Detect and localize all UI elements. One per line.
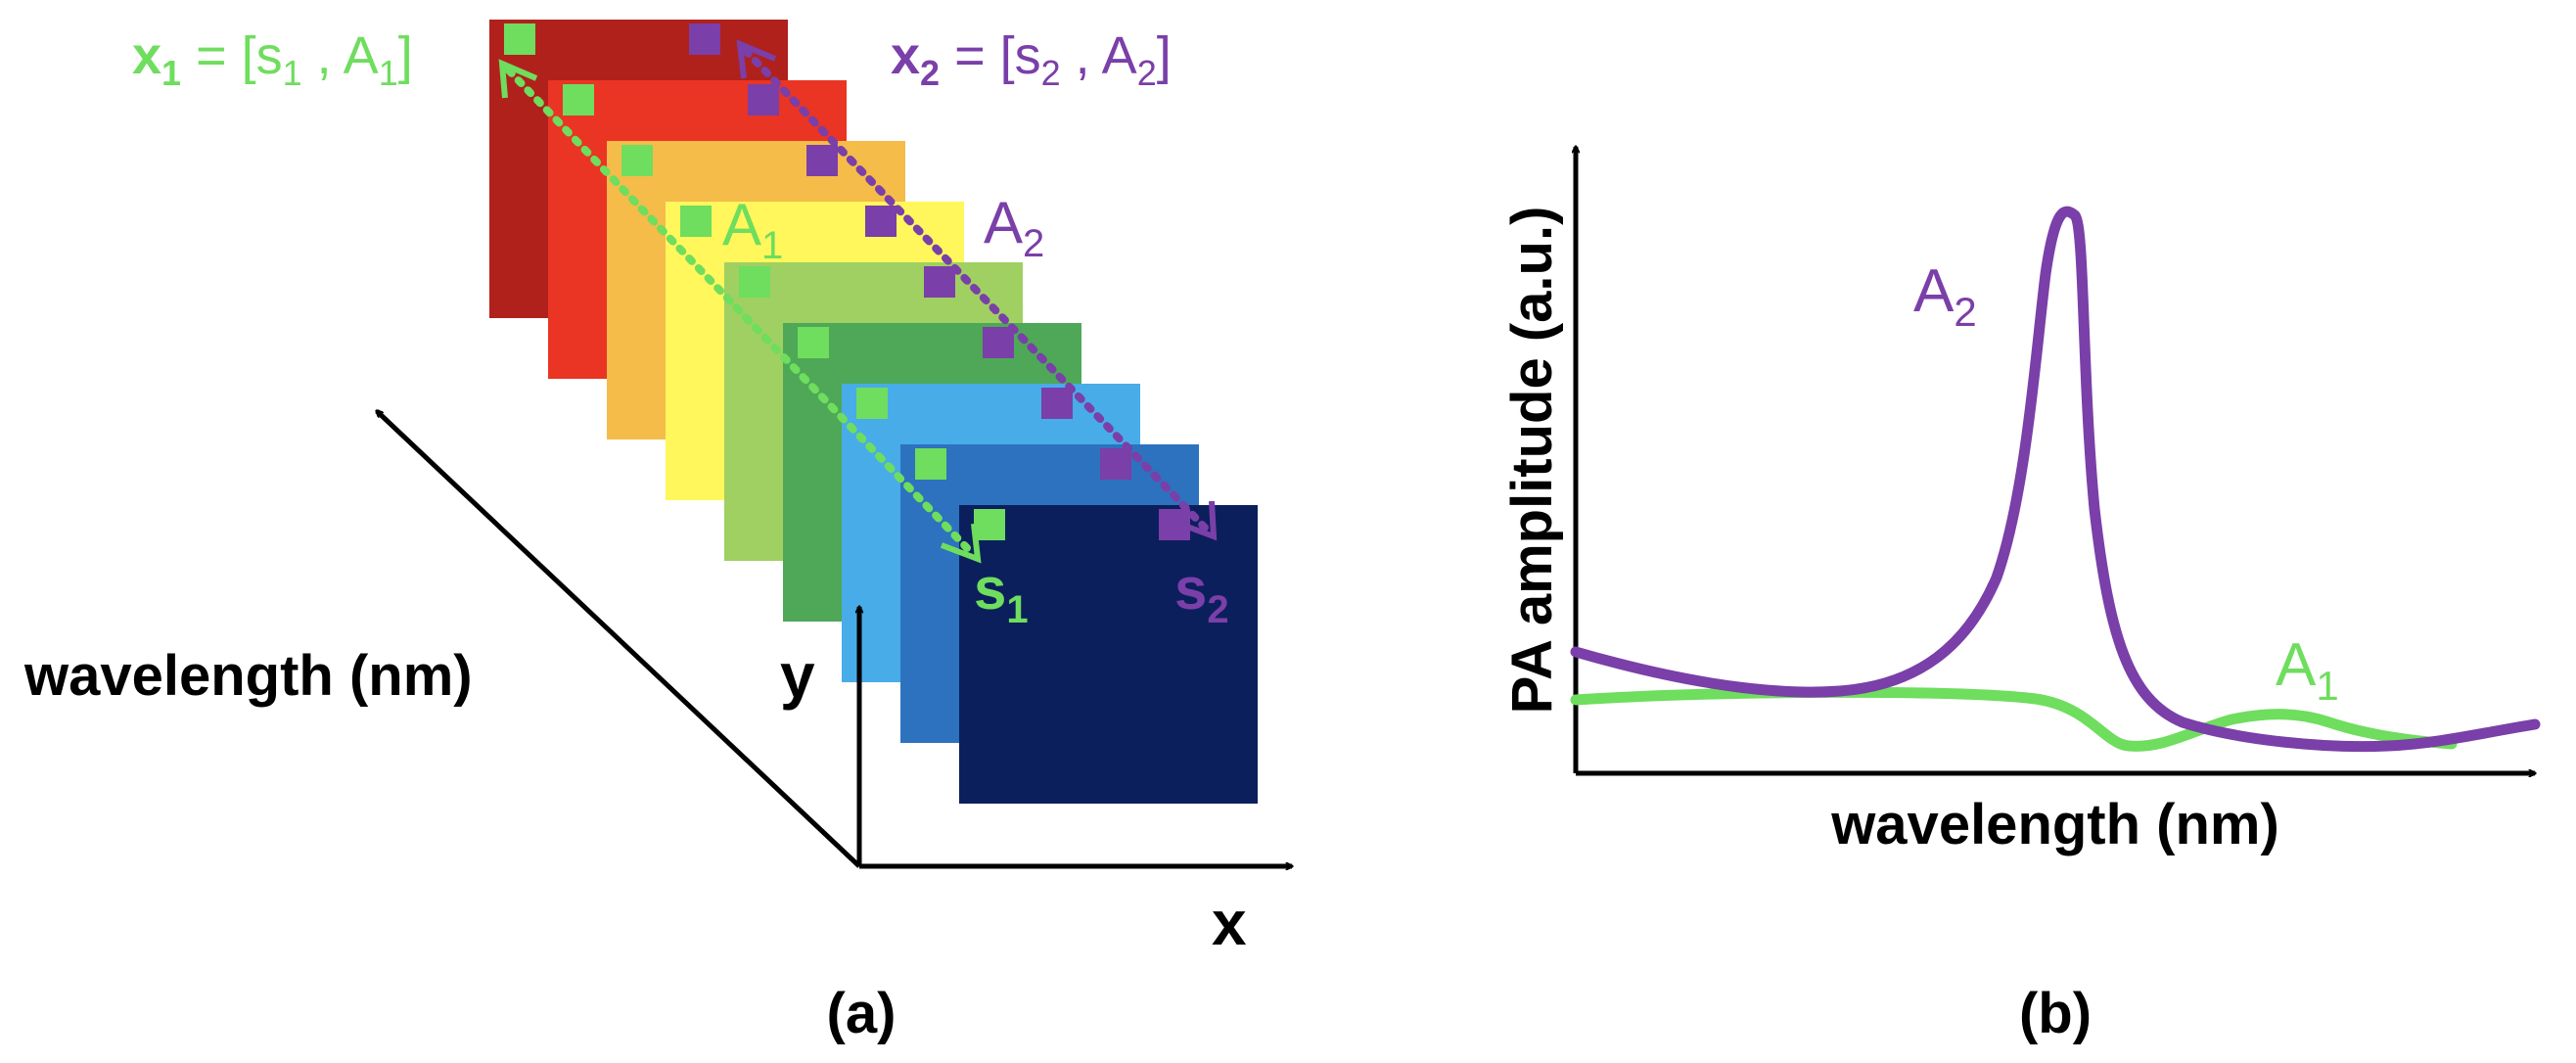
purple-pixel-marker <box>806 145 838 176</box>
purple-arrowhead-bottom <box>1177 500 1218 541</box>
green-pixel-marker <box>856 388 888 419</box>
purple-pixel-marker <box>983 327 1014 358</box>
a1-label: A1 <box>722 192 783 267</box>
wavelength-layer <box>959 505 1258 804</box>
purple-pixel-marker <box>1100 448 1131 480</box>
green-pixel-marker <box>915 448 946 480</box>
panel-b-caption: (b) <box>2019 982 2092 1045</box>
x-axis-label: x <box>1212 888 1247 958</box>
purple-pixel-marker <box>924 266 955 298</box>
x1-label: x1 = [s1 , A1] <box>132 26 413 93</box>
purple-arrowhead-top <box>736 39 777 79</box>
green-pixel-marker <box>621 145 653 176</box>
green-pixel-marker <box>680 206 712 237</box>
purple-pixel-marker <box>1041 388 1073 419</box>
a1-curve-label: A1 <box>2276 631 2339 709</box>
s1-label: s1 <box>974 556 1029 631</box>
panel-a-spectral-stack: x1 = [s1 , A1] x2 = [s2 , A2] A1 A2 s1 s… <box>23 20 1292 1045</box>
wavelength-axis-line <box>377 411 861 868</box>
green-arrowhead-top <box>498 59 538 99</box>
pixel-markers <box>504 23 1190 540</box>
a2-curve-label: A2 <box>1913 257 1977 335</box>
green-pixel-marker <box>739 266 770 298</box>
green-pixel-marker <box>798 327 829 358</box>
green-pixel-marker <box>563 84 594 116</box>
a2-label: A2 <box>984 190 1044 265</box>
purple-pixel-marker <box>865 206 897 237</box>
purple-pixel-marker <box>1159 509 1190 540</box>
a2-spectrum-curve <box>1570 206 2541 753</box>
purple-pixel-marker <box>689 23 720 55</box>
green-dotted-arrow <box>505 67 975 556</box>
s2-label: s2 <box>1174 556 1229 631</box>
panel-a-caption: (a) <box>827 982 897 1045</box>
plot-y-axis-label: PA amplitude (a.u.) <box>1500 207 1564 715</box>
x2-label: x2 = [s2 , A2] <box>891 26 1172 93</box>
y-axis-label: y <box>780 640 815 711</box>
wavelength-axis-label: wavelength (nm) <box>23 644 473 708</box>
purple-pixel-marker <box>748 84 779 116</box>
green-pixel-marker <box>974 509 1005 540</box>
plot-x-axis-label: wavelength (nm) <box>1830 793 2279 856</box>
panel-b-spectrum-plot: A2 A1 PA amplitude (a.u.) wavelength (nm… <box>1500 147 2541 1045</box>
green-pixel-marker <box>504 23 535 55</box>
